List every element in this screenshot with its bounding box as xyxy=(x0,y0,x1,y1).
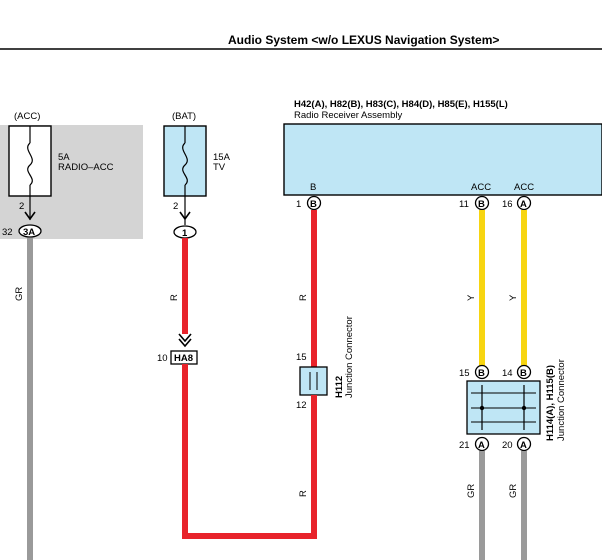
red-loop-wire xyxy=(182,364,317,539)
radio-name-label: Radio Receiver Assembly xyxy=(294,110,402,121)
bat-fuse-rating: 15A xyxy=(213,152,231,163)
h114-terminal-bottom-left xyxy=(474,436,490,452)
h114-junction-connector: 15 B 14 B 21 A 20 A H114(A), H115(B) Jun… xyxy=(459,359,567,452)
h114-terminal-bottom-left-conn: A xyxy=(478,440,485,451)
h114-terminal-bottom-right-conn: A xyxy=(520,440,527,451)
radio-terminal-b xyxy=(306,195,322,211)
h114-pin-top-right: 14 xyxy=(502,368,513,379)
bat-supply-label: (BAT) xyxy=(172,111,196,122)
radio-terminal-acc2-conn: A xyxy=(520,199,527,210)
acc-fuse-rating: 5A xyxy=(58,152,70,163)
h112-name: Junction Connector xyxy=(344,316,355,398)
h114-terminal-top-left xyxy=(474,364,490,380)
h114-code: H114(A), H115(B) xyxy=(545,365,556,441)
acc-connector-3a xyxy=(18,224,42,238)
radio-box xyxy=(283,123,602,196)
acc-fuse-pin-in: 2 xyxy=(19,201,24,212)
h114-pin-top-left: 15 xyxy=(459,368,470,379)
radio-terminal-b-label: B xyxy=(310,182,316,193)
h114-terminal-bottom-right xyxy=(516,436,532,452)
h112-box xyxy=(299,366,328,396)
h112-pin-top: 15 xyxy=(296,352,307,363)
acc-wire-color: GR xyxy=(14,287,25,301)
radio-terminal-acc1-label: ACC xyxy=(471,182,491,193)
h114-wire-out-right: GR xyxy=(508,484,519,498)
ha8-label: HA8 xyxy=(174,353,193,364)
bat-fuse-symbol xyxy=(182,142,188,186)
h112-pin-bottom: 12 xyxy=(296,400,307,411)
radio-terminal-b-conn: B xyxy=(310,199,317,210)
h114-terminal-top-left-conn: B xyxy=(478,368,485,379)
acc-arrow-icon xyxy=(24,211,36,221)
h114-wire-in-right: Y xyxy=(508,294,519,301)
bat-wire-color: R xyxy=(169,294,180,301)
radio-terminal-acc2-label: ACC xyxy=(514,182,534,193)
h112-wire-top-color: R xyxy=(298,294,309,301)
acc-connector-label: 3A xyxy=(23,227,35,238)
h114-wire-out-left: GR xyxy=(466,484,477,498)
radio-terminal-acc1-conn: B xyxy=(478,199,485,210)
acc-fuse-name: RADIO–ACC xyxy=(58,162,114,173)
radio-terminal-acc2 xyxy=(516,195,532,211)
acc-supply-label: (ACC) xyxy=(14,111,40,122)
radio-pin-b: 1 xyxy=(296,199,301,210)
radio-pin-acc2: 16 xyxy=(502,199,513,210)
h114-terminal-top-right-conn: B xyxy=(520,368,527,379)
radio-connectors-label: H42(A), H82(B), H83(C), H84(D), H85(E), … xyxy=(294,99,508,110)
acc-fuse-symbol xyxy=(27,142,33,186)
acc-fuse-block: (ACC) 5A RADIO–ACC 2 32 3A xyxy=(0,111,143,239)
h112-code: H112 xyxy=(334,376,345,398)
radio-pin-acc1: 11 xyxy=(459,199,469,210)
bat-fuse-name: TV xyxy=(213,162,226,173)
bat-fuse-pin-in: 2 xyxy=(173,201,178,212)
h114-pin-bottom-right: 20 xyxy=(502,440,513,451)
ha8-connector: HA8 10 xyxy=(157,333,198,365)
acc-pin-out: 32 xyxy=(2,227,13,238)
bat-arrow-icon xyxy=(179,211,191,221)
radio-receiver-assembly: H42(A), H82(B), H83(C), H84(D), H85(E), … xyxy=(283,99,602,211)
h114-terminal-top-right xyxy=(516,364,532,380)
h114-wire-in-left: Y xyxy=(466,294,477,301)
ha8-pin: 10 xyxy=(157,353,168,364)
h112-junction-connector: 15 12 H112 Junction Connector xyxy=(296,316,355,411)
h112-wire-bottom-color: R xyxy=(298,490,309,497)
h114-name: Junction Connector xyxy=(556,359,567,441)
ha8-arrow-icon xyxy=(178,333,192,343)
bat-pin-out: 1 xyxy=(182,228,188,239)
h114-pin-bottom-left: 21 xyxy=(459,440,470,451)
radio-terminal-acc1 xyxy=(474,195,490,211)
bat-fuse-block: (BAT) 15A TV 2 1 xyxy=(163,111,231,239)
diagram-title: Audio System <w/o LEXUS Navigation Syste… xyxy=(228,33,499,47)
